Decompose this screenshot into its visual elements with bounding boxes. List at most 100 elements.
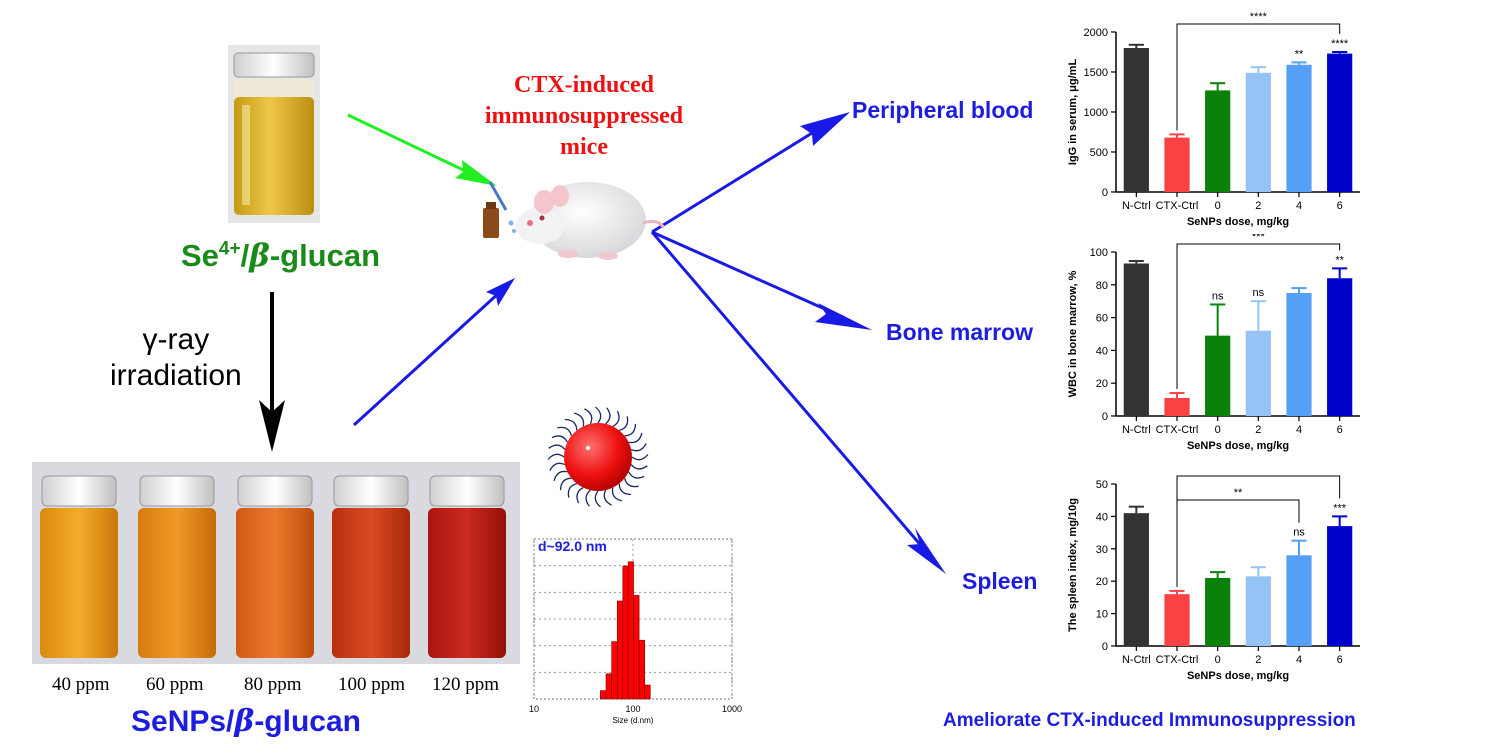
- significance-label: **: [1335, 254, 1344, 266]
- bar: [1164, 397, 1190, 416]
- vial-label-0: 40 ppm: [52, 674, 110, 695]
- gamma-ray-label: γ-ray irradiation: [110, 322, 242, 394]
- x-tick-label: 4: [1296, 654, 1302, 666]
- bracket-label: ****: [1250, 11, 1268, 23]
- y-tick-label: 20: [1096, 378, 1108, 390]
- size-annotation: d~92.0 nm: [538, 538, 607, 554]
- significance-bracket: [1176, 23, 1341, 131]
- blood-arrow-shaft: [651, 123, 826, 234]
- bar: [1123, 263, 1149, 416]
- bar: [1205, 577, 1231, 646]
- y-tick-label: 1500: [1084, 67, 1108, 79]
- spleen-label: Spleen: [962, 568, 1038, 594]
- y-tick-label: 0: [1102, 187, 1108, 199]
- senps-vials-photo: [32, 462, 520, 664]
- y-tick-label: 80: [1096, 280, 1108, 292]
- mouse-with-dropper: [483, 181, 664, 260]
- histogram-bar: [600, 690, 607, 700]
- x-tick-label: 6: [1337, 200, 1343, 212]
- x-tick-label: 100: [625, 704, 640, 714]
- marrow-arrow-shaft: [651, 230, 846, 320]
- bracket-label: ****: [1250, 470, 1268, 475]
- spleen-arrow-head: [907, 528, 946, 574]
- bar: [1164, 594, 1190, 646]
- senps-glucan-label: SeNPs/β-glucan: [131, 704, 361, 739]
- bracket-label: **: [1234, 487, 1243, 499]
- green-arrow-head: [455, 160, 497, 186]
- y-tick-label: 30: [1096, 544, 1108, 556]
- histogram-bar: [616, 600, 624, 700]
- x-tick-label: 0: [1215, 424, 1221, 436]
- irradiation-text: irradiation: [110, 359, 242, 392]
- x-axis-label: Size (d.nm): [613, 716, 654, 725]
- senps-arrow-head: [486, 278, 515, 306]
- vial-label-4: 120 ppm: [432, 674, 500, 695]
- y-tick-label: 40: [1096, 345, 1108, 357]
- x-tick-label: 1000: [722, 704, 742, 714]
- se-glucan-label: Se4+/β-glucan: [181, 238, 380, 274]
- significance-label: ****: [1331, 38, 1349, 50]
- blood-arrow-head: [800, 112, 850, 146]
- y-tick-label: 20: [1096, 576, 1108, 588]
- x-tick-label: N-Ctrl: [1122, 200, 1151, 212]
- histogram-bar: [611, 641, 618, 700]
- mice-line1: CTX-induced: [513, 72, 655, 98]
- x-tick-label: 2: [1255, 424, 1261, 436]
- mice-line3: mice: [560, 134, 608, 160]
- bar: [1245, 576, 1271, 646]
- x-axis-label: SeNPs dose, mg/kg: [1187, 216, 1289, 228]
- mice-label: CTX-induced immunosuppressed mice: [454, 70, 714, 163]
- y-axis-label: The spleen index, mg/10g: [1067, 498, 1079, 632]
- x-tick-label: 4: [1296, 424, 1302, 436]
- x-tick-label: 2: [1255, 200, 1261, 212]
- spleen-arrow-shaft: [650, 231, 932, 557]
- histogram-bar: [622, 565, 629, 700]
- y-tick-label: 10: [1096, 609, 1108, 621]
- mice-line2: immunosuppressed: [484, 103, 684, 129]
- significance-bracket: [1176, 243, 1341, 390]
- bar: [1327, 526, 1353, 646]
- x-axis-label: SeNPs dose, mg/kg: [1187, 440, 1289, 452]
- vial-label-3: 100 ppm: [338, 674, 406, 695]
- y-tick-label: 2000: [1084, 27, 1108, 39]
- senps-arrow-shaft: [352, 290, 502, 427]
- x-tick-label: 2: [1255, 654, 1261, 666]
- significance-label: ***: [1333, 502, 1347, 514]
- x-tick-label: 4: [1296, 200, 1302, 212]
- marrow-arrow-head: [815, 303, 872, 330]
- significance-label: **: [1295, 48, 1304, 60]
- bar: [1327, 53, 1353, 192]
- bar: [1286, 555, 1312, 646]
- y-axis-label: WBC in bone marrow, %: [1067, 270, 1079, 397]
- vial-100ppm: [332, 475, 410, 658]
- y-tick-label: 0: [1102, 411, 1108, 423]
- se-glucan-vial-photo: [228, 45, 320, 223]
- dropper-icon: [488, 181, 508, 211]
- histogram-bar: [633, 595, 640, 700]
- bar: [1123, 513, 1149, 646]
- green-arrow-shaft: [347, 113, 481, 180]
- y-tick-label: 500: [1090, 147, 1108, 159]
- nanoparticle-icon: [547, 406, 649, 508]
- vial-120ppm: [428, 475, 506, 658]
- bar: [1164, 137, 1190, 192]
- x-tick-label: 0: [1215, 654, 1221, 666]
- x-tick-label: 0: [1215, 200, 1221, 212]
- bar: [1245, 330, 1271, 416]
- glucan-text: -glucan: [269, 238, 381, 273]
- bone-marrow-label: Bone marrow: [886, 319, 1033, 345]
- y-axis-label: IgG in serum, μg/mL: [1067, 59, 1079, 166]
- bracket-label: ***: [1252, 234, 1266, 243]
- y-tick-label: 100: [1090, 247, 1108, 259]
- x-tick-label: 6: [1337, 424, 1343, 436]
- bar: [1327, 278, 1353, 416]
- senps-glucan-tail: -glucan: [254, 705, 361, 738]
- x-tick-label: N-Ctrl: [1122, 654, 1151, 666]
- y-tick-label: 40: [1096, 511, 1108, 523]
- down-arrow-head: [259, 400, 285, 452]
- vial-60ppm: [138, 475, 216, 658]
- gamma-ray-text: γ-ray: [142, 323, 210, 356]
